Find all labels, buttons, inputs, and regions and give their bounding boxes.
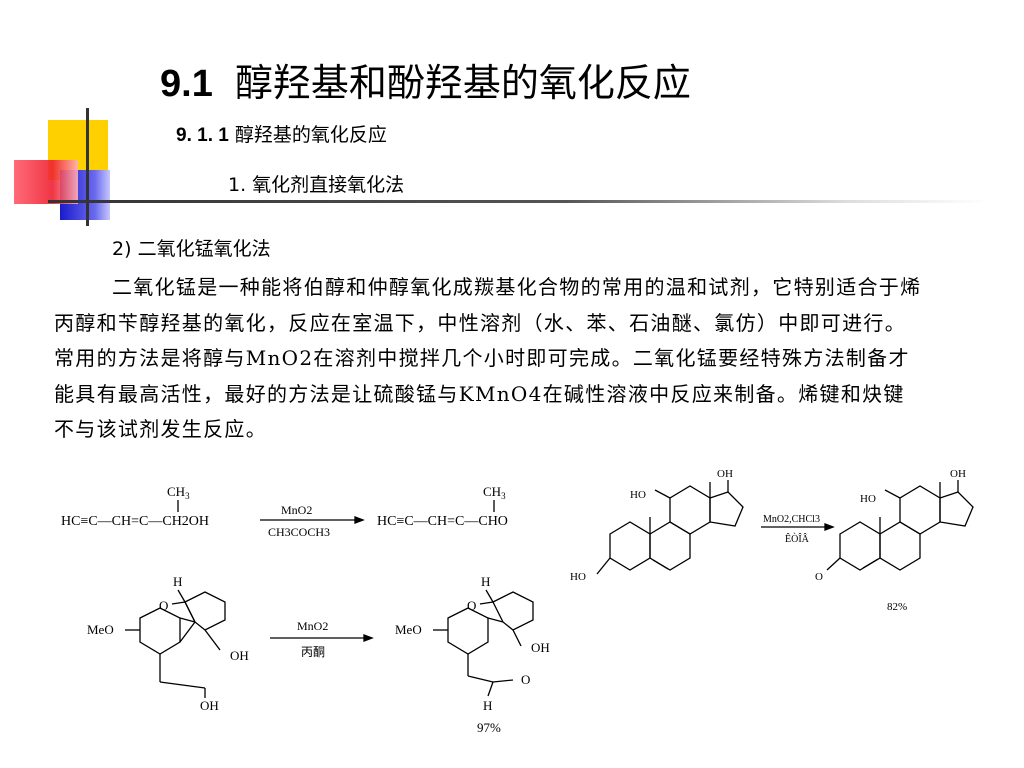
svg-text:O: O xyxy=(521,672,530,687)
r3-reagent-top: MnO2 xyxy=(297,619,328,633)
method-heading: 1. 氧化剂直接氧化法 xyxy=(228,174,405,196)
r3-reagent-bottom: 丙酮 xyxy=(301,645,325,659)
svg-text:HO: HO xyxy=(570,571,586,583)
svg-text:OH: OH xyxy=(531,640,550,655)
svg-text:H: H xyxy=(483,698,492,713)
svg-text:HO: HO xyxy=(860,493,876,505)
svg-text:O: O xyxy=(815,571,823,583)
r1-reactant: HC≡C—CH=C—CH2OH xyxy=(61,514,209,529)
r3-product: H O OH O H MeO xyxy=(395,574,550,713)
r1-product: HC≡C—CH=C—CHO xyxy=(377,514,508,529)
svg-text:O: O xyxy=(467,598,476,613)
r2-reagent-bottom: ÊÒÎÂ xyxy=(785,533,810,545)
svg-text:OH: OH xyxy=(717,468,733,480)
r2-reactant: OH HO HO xyxy=(570,468,744,583)
r1-reagent-top: MnO2 xyxy=(281,503,312,517)
svg-text:MeO: MeO xyxy=(395,622,422,637)
reaction-1: CH3 HC≡C—CH=C—CH2OH MnO2 CH3COCH3 CH3 HC… xyxy=(61,484,508,539)
subsection-number: 2) xyxy=(112,238,132,260)
r2-yield: 82% xyxy=(887,601,907,613)
title-number: 9.1 xyxy=(160,63,213,105)
decor-block xyxy=(0,100,160,230)
r3-yield: 97% xyxy=(477,720,501,735)
title-text: 醇羟基和酚羟基的氧化反应 xyxy=(234,61,691,105)
r2-product: OH HO O xyxy=(815,468,974,583)
svg-text:OH: OH xyxy=(200,698,219,713)
section-heading: 9. 1. 1 醇羟基的氧化反应 xyxy=(176,120,387,147)
decor-vertical-line xyxy=(86,108,89,226)
section-text: 醇羟基的氧化反应 xyxy=(234,124,387,146)
svg-text:H: H xyxy=(173,574,182,589)
decor-red-square xyxy=(14,160,78,204)
svg-text:OH: OH xyxy=(950,468,966,480)
subsection-text: 二氧化锰氧化法 xyxy=(137,238,271,260)
r3-reactant: H O OH OH MeO xyxy=(87,574,249,713)
body-paragraph: 二氧化锰是一种能将伯醇和仲醇氧化成羰基化合物的常用的温和试剂，它特别适合于烯丙醇… xyxy=(54,270,924,448)
reaction-2: OH HO HO MnO2,CHCl3 ÊÒÎÂ OH HO O 82% xyxy=(570,468,974,613)
r2-reagent-top: MnO2,CHCl3 xyxy=(763,514,820,525)
r1-reactant-methyl: CH3 xyxy=(167,484,190,501)
svg-text:O: O xyxy=(159,598,168,613)
svg-text:H: H xyxy=(481,574,490,589)
svg-text:OH: OH xyxy=(230,648,249,663)
reaction-3: H O OH OH MeO MnO2 丙酮 H O OH O H M xyxy=(87,574,550,735)
section-number: 9. 1. 1 xyxy=(176,125,229,146)
page-title: 9.1 醇羟基和酚羟基的氧化反应 xyxy=(160,52,691,107)
subsection-heading: 2) 二氧化锰氧化法 xyxy=(112,234,271,261)
paragraph-text: 二氧化锰是一种能将伯醇和仲醇氧化成羰基化合物的常用的温和试剂，它特别适合于烯丙醇… xyxy=(54,275,922,441)
svg-text:MeO: MeO xyxy=(87,622,114,637)
header-divider xyxy=(48,200,988,203)
r1-product-methyl: CH3 xyxy=(483,484,506,501)
r1-reagent-bottom: CH3COCH3 xyxy=(268,525,330,539)
svg-text:HO: HO xyxy=(630,489,646,501)
